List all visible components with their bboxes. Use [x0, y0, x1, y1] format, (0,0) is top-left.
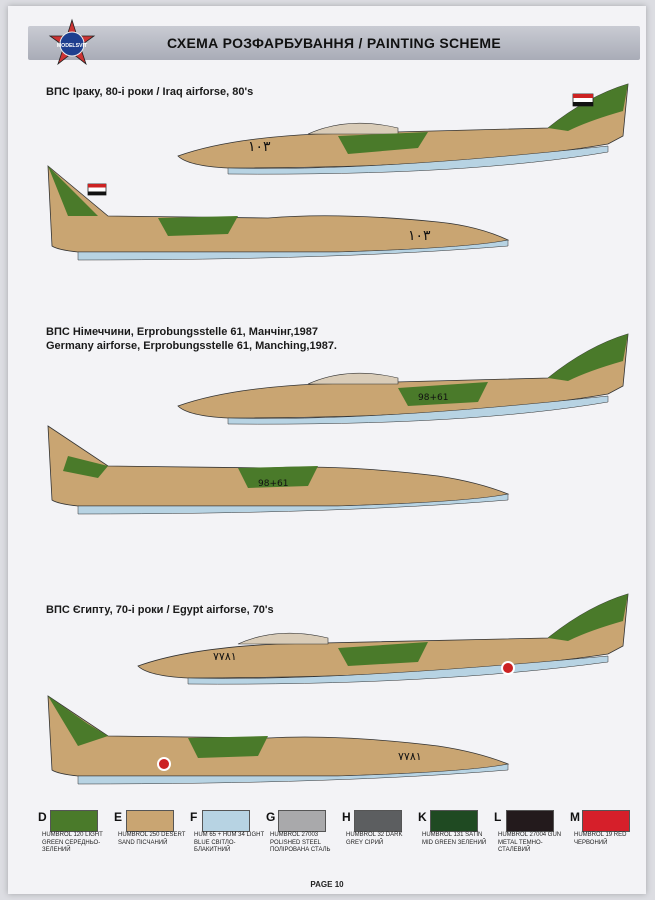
swatch-gun-metal — [506, 810, 554, 832]
swatch-desert-sand — [126, 810, 174, 832]
aircraft-top-egypt: ٧٧٨١ — [137, 593, 629, 685]
aircraft-bottom-iraq: ١٠٣ — [47, 165, 510, 261]
serial-number: ١٠٣ — [408, 228, 431, 244]
swatch-light-green — [50, 810, 98, 832]
swatch-dark-grey — [354, 810, 402, 832]
serial-number: 98+61 — [258, 479, 288, 489]
swatch-red — [582, 810, 630, 832]
scheme-caption-egypt: ВПС Єгипту, 70-і роки / Egypt airforse, … — [46, 604, 274, 616]
serial-number: ٧٧٨١ — [398, 750, 422, 763]
header-bar: СХЕМА РОЗФАРБУВАННЯ / PAINTING SCHEME — [28, 26, 640, 60]
scheme-caption-iraq: ВПС Іраку, 80-і роки / Iraq airforse, 80… — [46, 86, 254, 98]
page-number: PAGE 10 — [310, 880, 344, 889]
serial-number: 98+61 — [418, 393, 448, 403]
aircraft-top-germany: 98+61 — [177, 333, 629, 425]
serial-number: ٧٧٨١ — [213, 650, 237, 663]
aircraft-bottom-germany: 98+61 — [47, 425, 510, 515]
modelsvit-logo: MODELSVIT — [48, 18, 96, 66]
instruction-page: СХЕМА РОЗФАРБУВАННЯ / PAINTING SCHEME MO… — [8, 6, 646, 894]
scheme-caption-germany-en: Germany airforse, Erprobungsstelle 61, M… — [46, 340, 337, 352]
paint-legend: D HUMBROL 120 LIGHT GREEN СЕРЕДНЬО-ЗЕЛЕН… — [38, 810, 638, 870]
scheme-caption-germany: ВПС Німеччини, Erprobungsstelle 61, Манч… — [46, 326, 319, 338]
aircraft-top-iraq: ١٠٣ — [177, 83, 629, 175]
page-title: СХЕМА РОЗФАРБУВАННЯ / PAINTING SCHEME — [166, 35, 502, 51]
swatch-light-blue — [202, 810, 250, 832]
swatch-satin-mid-green — [430, 810, 478, 832]
swatch-polished-steel — [278, 810, 326, 832]
logo-text: MODELSVIT — [57, 43, 88, 49]
aircraft-bottom-egypt: ٧٧٨١ — [47, 695, 510, 785]
serial-number: ١٠٣ — [248, 139, 271, 155]
